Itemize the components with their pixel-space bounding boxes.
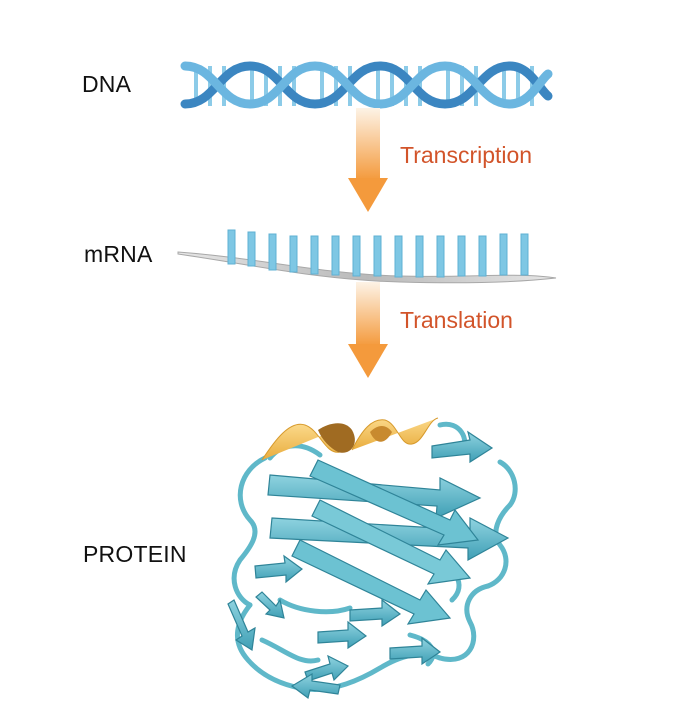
dna-label: DNA (82, 71, 132, 97)
protein-short-strands (227, 554, 442, 700)
protein-structure (227, 417, 518, 700)
mrna-label: mRNA (84, 241, 153, 267)
mrna-bases (227, 229, 529, 278)
transcription-label: Transcription (400, 142, 533, 168)
protein-beta-sheets (267, 430, 510, 625)
dna-strand-front (180, 61, 553, 109)
protein-alpha-helix (261, 417, 439, 461)
transcription-arrow (348, 108, 388, 212)
translation-label: Translation (400, 307, 513, 333)
dna-helix (180, 61, 553, 109)
mrna-strand (177, 229, 557, 284)
dna-strand-back (180, 61, 553, 109)
protein-label: PROTEIN (83, 541, 187, 567)
translation-arrow (348, 282, 388, 378)
